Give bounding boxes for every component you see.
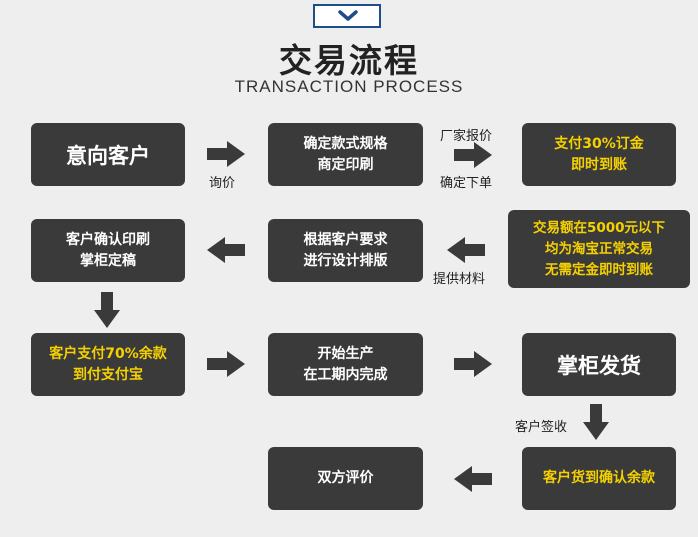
label-inquiry: 询价 — [209, 176, 236, 191]
step-receive-confirm: 客户货到确认余款 — [522, 447, 676, 510]
step-confirm-print: 客户确认印刷掌柜定稿 — [31, 219, 185, 282]
page-subtitle: TRANSACTION PROCESS — [234, 77, 464, 96]
step-under-5000-note: 交易额在5000元以下均为淘宝正常交易无需定金即时到账 — [508, 210, 690, 288]
arrow-down-icon — [94, 292, 120, 328]
arrow-down-icon — [583, 404, 609, 440]
label-customer-sign: 客户签收 — [515, 420, 568, 435]
step-intent-customer: 意向客户 — [31, 123, 185, 186]
arrow-left-icon — [207, 237, 245, 263]
step-review: 双方评价 — [268, 447, 423, 510]
label-confirm-order: 确定下单 — [440, 176, 493, 191]
arrow-right-icon — [207, 351, 245, 377]
step-ship: 掌柜发货 — [522, 333, 676, 396]
arrow-right-icon — [207, 141, 245, 167]
chevron-down-icon — [338, 10, 358, 21]
arrow-right-icon — [454, 351, 492, 377]
arrow-left-icon — [454, 466, 492, 492]
arrow-right-icon — [454, 142, 492, 168]
header-tab — [313, 4, 381, 28]
step-design-layout: 根据客户要求进行设计排版 — [268, 219, 423, 282]
label-provide-materials: 提供材料 — [433, 272, 486, 287]
label-factory-quote: 厂家报价 — [440, 129, 493, 144]
page-title: 交易流程 — [279, 41, 419, 80]
step-pay-deposit: 支付30%订金即时到账 — [522, 123, 676, 186]
step-pay-balance: 客户支付70%余款到付支付宝 — [31, 333, 185, 396]
arrow-left-icon — [447, 237, 485, 263]
step-production: 开始生产在工期内完成 — [268, 333, 423, 396]
step-confirm-spec: 确定款式规格商定印刷 — [268, 123, 423, 186]
